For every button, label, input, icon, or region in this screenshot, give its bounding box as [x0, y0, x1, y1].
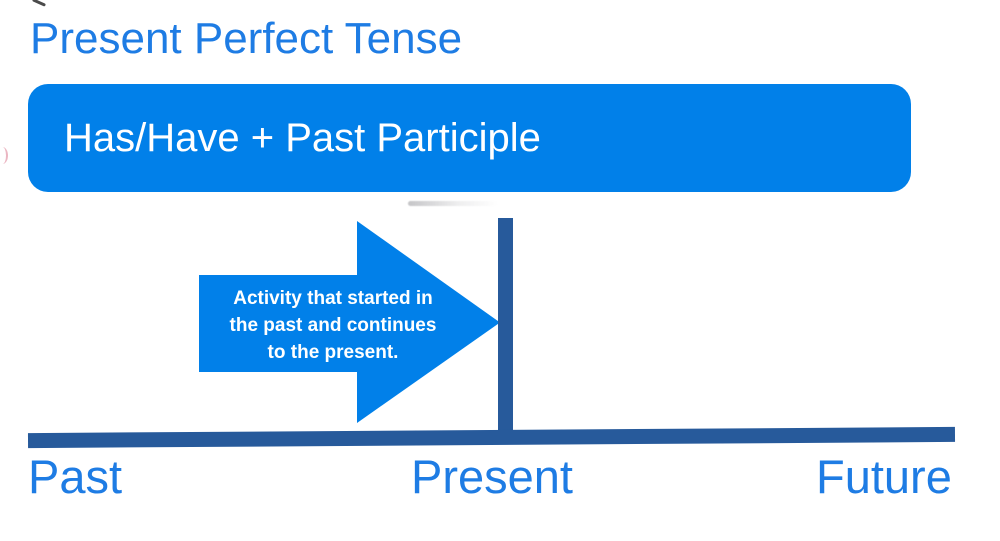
arrow-note-line-3: to the present.	[267, 342, 399, 363]
scan-artifact-smudge	[408, 201, 498, 206]
arrow-note: Activity that started in the past and co…	[213, 285, 453, 366]
timeline-label-present: Present	[411, 450, 573, 503]
timeline-label-past: Past	[28, 450, 123, 503]
arrow-note-line-1: Activity that started in	[233, 288, 433, 309]
scan-artifact-top	[31, 0, 47, 7]
scan-artifact-pink	[0, 147, 8, 164]
page-title: Present Perfect Tense	[30, 14, 463, 63]
right-arrow-shape	[199, 221, 500, 423]
timeline-label-future: Future	[816, 450, 952, 503]
timeline-bar	[27, 426, 956, 449]
arrow-note-line-2: the past and continues	[229, 315, 437, 336]
formula-text: Has/Have + Past Participle	[64, 115, 541, 160]
formula-box: Has/Have + Past Participle	[28, 84, 911, 192]
present-divider-line	[498, 218, 513, 442]
